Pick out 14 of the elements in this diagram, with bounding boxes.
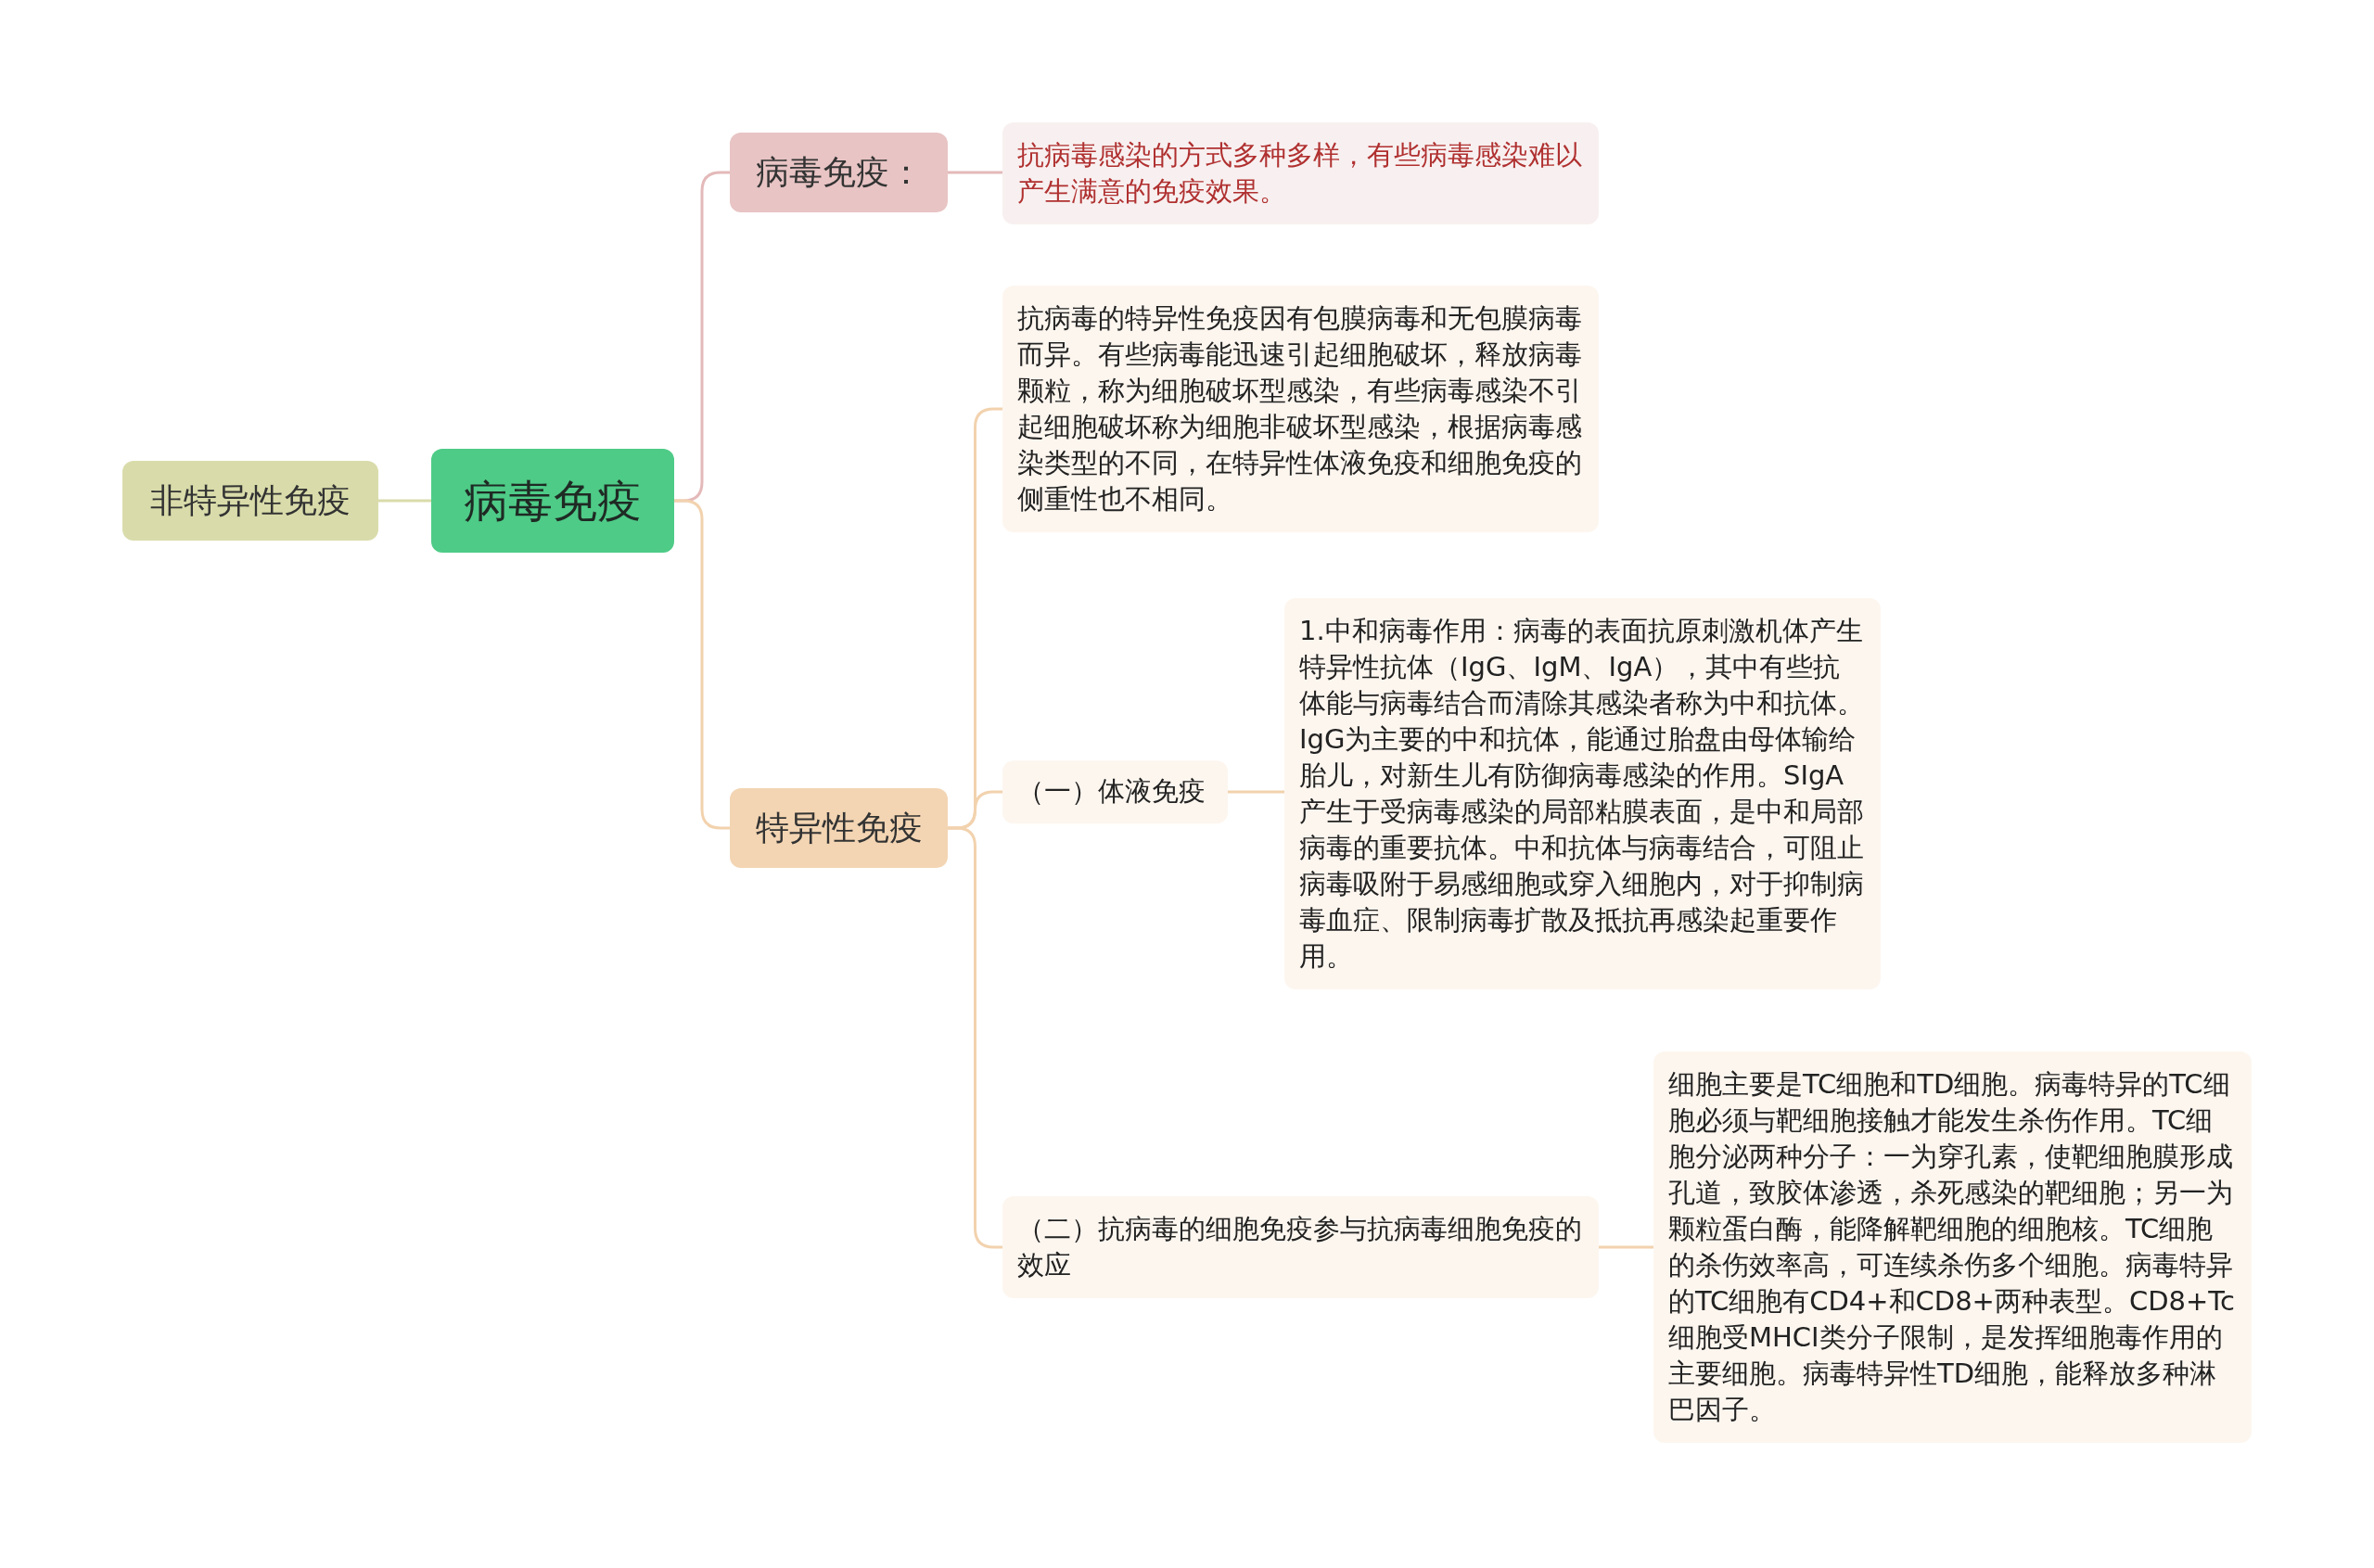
- subtopic-box: （二）抗病毒的细胞免疫参与抗病毒细胞免疫的效应: [1002, 1196, 1599, 1298]
- topic-box: 病毒免疫：: [730, 133, 948, 212]
- text-box: 细胞主要是TC细胞和TD细胞。病毒特异的TC细胞必须与靶细胞接触才能发生杀伤作用。TC细胞分泌两种分子：一为穿孔素，使靶细胞膜形成孔道，致胶体渗透，杀死感染的靶细胞；另一为颗粒蛋白酶，能降解靶细胞的细胞核。TC细胞的杀伤效率高，可连续杀伤多个细胞。病毒特异的TC细胞有CD4+和CD8+两种表型。CD8+Tc细胞受MHCⅠ类分子限制，是发挥细胞毒作用的主要细胞。病毒特异性TD细胞，能释放多种淋巴因子。: [1653, 1052, 2252, 1443]
- text-box: 1.中和病毒作用：病毒的表面抗原刺激机体产生特异性抗体（IgG、IgM、IgA），其中有些抗体能与病毒结合而清除其感染者称为中和抗体。IgG为主要的中和抗体，能通过胎盘由母体输给胎儿，对新生儿有防御病毒感染的作用。SIgA产生于受病毒感染的局部粘膜表面，是中和局部病毒的重要抗体。中和抗体与病毒结合，可阻止病毒吸附于易感细胞或穿入细胞内，对于抑制病毒血症、限制病毒扩散及抵抗再感染起重要作用。: [1284, 598, 1881, 989]
- root-topic-box: 病毒免疫: [431, 449, 674, 553]
- note-box: 抗病毒感染的方式多种多样，有些病毒感染难以产生满意的免疫效果。: [1002, 122, 1599, 224]
- subtopic-box: （一）体液免疫: [1002, 760, 1228, 823]
- topic-box: 非特异性免疫: [122, 461, 378, 541]
- text-box: 抗病毒的特异性免疫因有包膜病毒和无包膜病毒而异。有些病毒能迅速引起细胞破坏，释放病毒颗粒，称为细胞破坏型感染，有些病毒感染不引起细胞破坏称为细胞非破坏型感染，根据病毒感染类型的不同，在特异性体液免疫和细胞免疫的侧重性也不相同。: [1002, 286, 1599, 532]
- connector-line: [1599, 1245, 1653, 1249]
- connector-line: [1228, 790, 1284, 794]
- topic-box: 特异性免疫: [730, 788, 948, 868]
- connector-line: [948, 171, 1002, 174]
- connector-line: [378, 499, 431, 503]
